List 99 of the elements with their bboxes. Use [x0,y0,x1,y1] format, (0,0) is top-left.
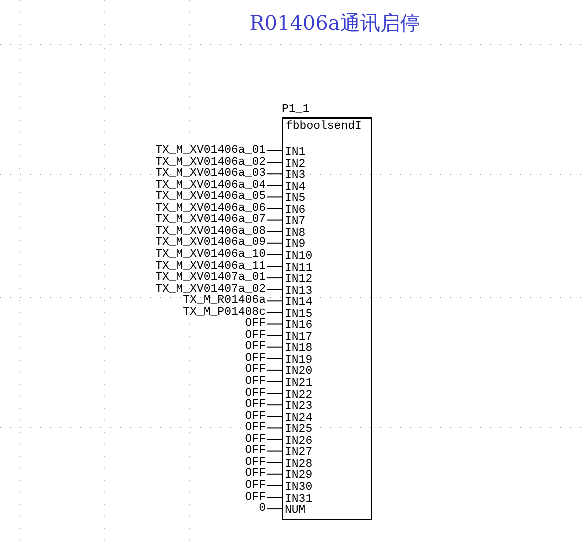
input-pin-label: IN19 [285,354,313,366]
input-pin-label: IN21 [285,378,313,389]
connector-line [266,208,282,210]
connector-line [266,254,282,256]
input-pin-label: IN24 [285,412,313,424]
connector-line [266,312,282,314]
connector-line [266,150,282,152]
input-variable-label: TX_M_XV01406a_05 [156,191,266,202]
input-variable-label: TX_M_XV01406a_03 [156,168,266,180]
input-variable-label: TX_M_XV01407a_01 [156,272,266,284]
connector-line [266,508,282,510]
input-pin-label: IN17 [285,332,313,343]
input-pin-label: IN11 [285,262,313,274]
connector-line [266,474,282,475]
connector-line [266,358,282,360]
input-variable-label: TX_M_XV01406a_02 [156,156,266,168]
input-variable-label: TX_M_P01408c [183,306,266,318]
input-pin-label: IN20 [285,366,313,378]
diagram-title: R01406a通讯启停 [248,10,422,37]
connector-line [266,196,282,198]
input-variable-label: OFF [245,480,266,491]
input-pin-label: IN2 [285,158,306,170]
input-variable-label: TX_M_XV01407a_02 [156,284,266,295]
input-variable-label: OFF [245,318,266,330]
input-variable-label: TX_M_XV01406a_10 [156,248,266,260]
input-variable-label: OFF [245,468,266,480]
input-variable-label: OFF [245,410,266,422]
input-pin-label: IN15 [285,308,313,320]
connector-line [266,231,282,232]
input-variable-label: OFF [245,341,266,352]
connector-line [266,404,282,406]
connector-line [266,370,282,371]
input-variable-label: OFF [245,456,266,468]
input-pin-label: IN31 [285,494,313,504]
input-variable-label: OFF [245,399,266,410]
input-pin-label: IN28 [285,458,313,470]
input-pin-label: IN13 [285,286,313,297]
connector-line [266,174,282,175]
input-variable-label: OFF [245,330,266,341]
input-pin-label: NUM [285,505,306,516]
input-variable-label: 0 [259,503,266,514]
input-variable-label: TX_M_XV01406a_01 [156,145,266,156]
input-pin-label: IN12 [285,274,313,286]
connector-line [266,289,282,290]
input-pin-label: IN5 [285,193,306,204]
input-pin-label: IN16 [285,320,313,332]
input-pin-label: IN8 [285,228,306,239]
connector-line [266,346,282,348]
input-variable-label: OFF [245,434,266,445]
connector-line [266,220,282,221]
connector-line [266,300,282,302]
connector-line [266,439,282,440]
input-pin-label: IN29 [285,470,313,482]
input-variable-label: TX_M_XV01406a_08 [156,226,266,237]
input-pin-label: IN25 [285,424,313,436]
connector-line [266,393,282,394]
input-pin-label: IN10 [285,250,313,262]
connector-line [266,185,282,186]
input-variable-label: OFF [245,422,266,434]
input-variable-label: TX_M_XV01406a_07 [156,214,266,226]
input-variable-label: TX_M_R01406a [183,295,266,306]
input-pin-label: IN3 [285,170,306,182]
input-pin-label: IN4 [285,182,306,193]
input-variable-label: OFF [245,492,266,502]
connector-line [266,324,282,325]
connector-line [266,462,282,464]
connector-line [266,428,282,429]
block-instance-label: P1_1 [282,104,310,115]
input-pin-label: IN30 [285,482,313,493]
input-variable-label: TX_M_XV01406a_09 [156,237,266,248]
connector-line [266,335,282,336]
function-block [282,117,372,520]
input-variable-label: TX_M_XV01406a_06 [156,202,266,214]
connector-line [266,416,282,418]
input-variable-label: OFF [245,376,266,387]
input-pin-label: IN1 [285,147,306,158]
input-pin-label: IN9 [285,239,306,250]
input-variable-label: TX_M_XV01406a_04 [156,180,266,191]
input-pin-label: IN14 [285,297,313,308]
connector-line [266,485,282,486]
connector-line [266,278,282,279]
connector-line [266,450,282,452]
input-pin-label: IN23 [285,401,313,412]
connector-line [266,162,282,164]
input-pin-label: IN18 [285,343,313,354]
input-variable-label: OFF [245,445,266,456]
input-variable-label: OFF [245,364,266,376]
input-pin-label: IN26 [285,436,313,447]
input-variable-label: OFF [245,352,266,364]
input-pin-label: IN22 [285,390,313,401]
connector-line [266,242,282,244]
input-variable-label: TX_M_XV01406a_11 [156,260,266,272]
input-variable-label: OFF [245,388,266,399]
connector-line [266,266,282,267]
block-type-label: fbboolsendI [286,121,362,132]
input-pin-label: IN6 [285,204,306,216]
input-pin-label: IN27 [285,447,313,458]
connector-line [266,497,282,498]
input-pin-label: IN7 [285,216,306,228]
